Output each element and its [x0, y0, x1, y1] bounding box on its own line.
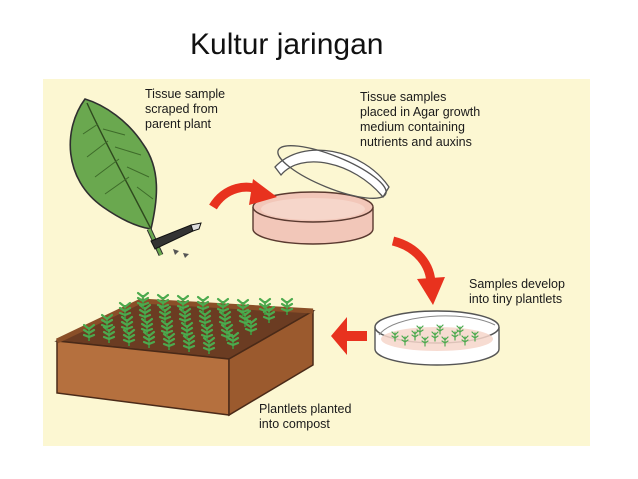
- arrow-to-plantlets-icon: [391, 236, 445, 305]
- slide-title: Kultur jaringan: [190, 28, 384, 61]
- arrow-to-agar-icon: [209, 179, 277, 210]
- leaf-icon: [69, 98, 164, 257]
- petri-dish-agar-icon: [252, 145, 390, 245]
- diagram-canvas: [43, 79, 590, 446]
- compost-box-icon: [54, 291, 316, 417]
- petri-dish-plantlets-icon: [374, 310, 500, 366]
- arrow-to-compost-icon: [331, 317, 367, 355]
- scalpel-icon: [150, 222, 202, 258]
